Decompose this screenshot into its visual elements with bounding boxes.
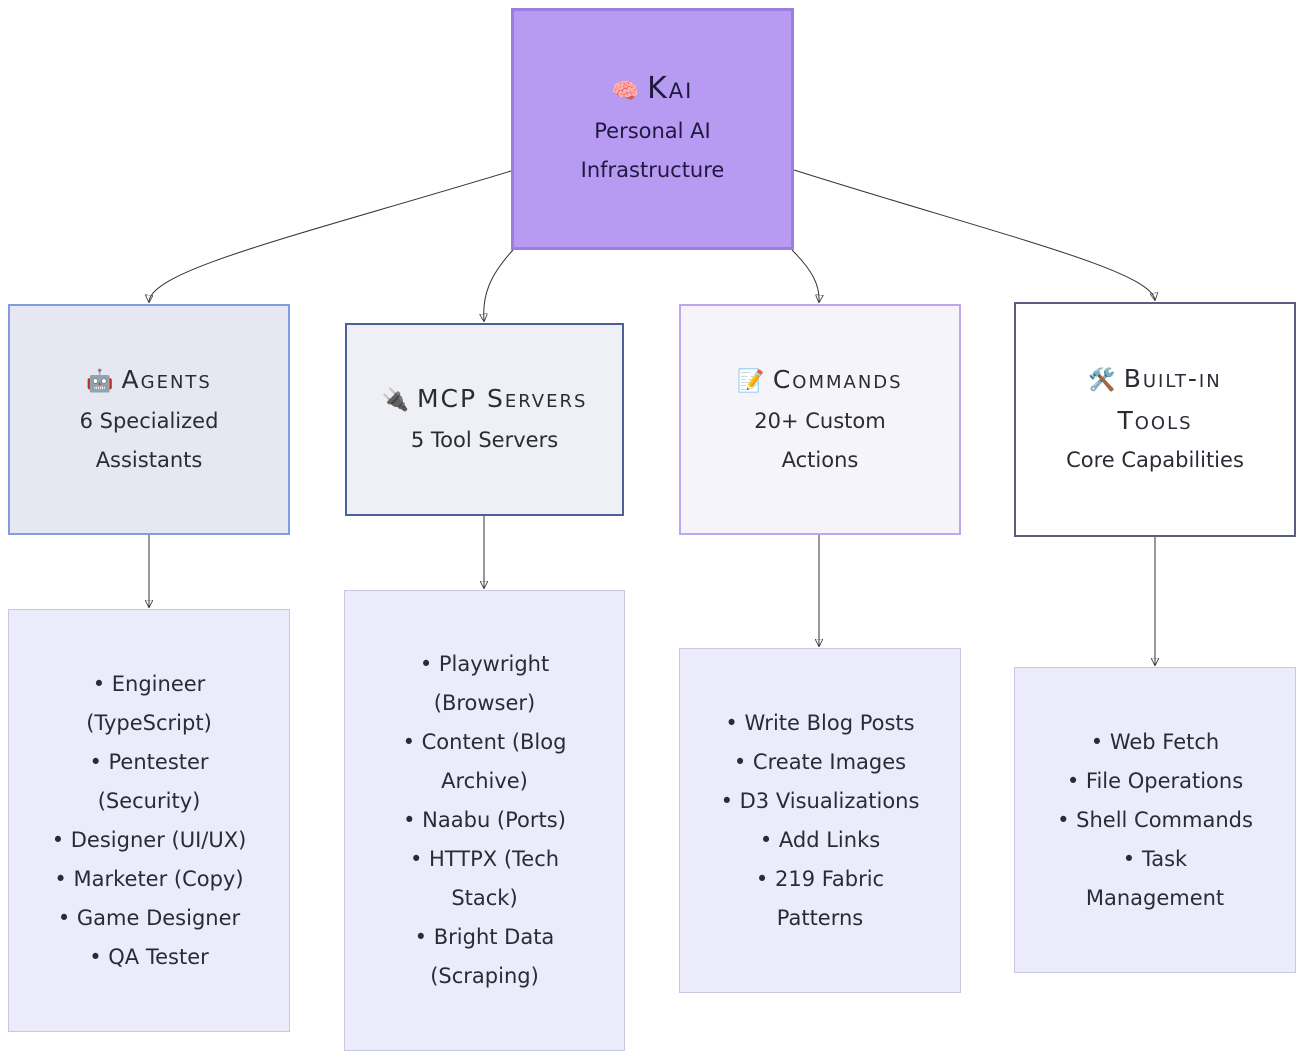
list-item: • Shell Commands (1057, 807, 1253, 832)
list-item: • QA Tester (89, 944, 209, 969)
node-commands-title: 📝Commands (737, 364, 903, 394)
list-item: • HTTPX (Tech (409, 847, 560, 871)
edge-kai-to-commands (791, 249, 819, 302)
list-item: • Add Links (759, 827, 881, 852)
list-item: • Naabu (Ports) (403, 808, 566, 832)
node-mcp-servers[interactable]: 🔌MCP Servers 5 Tool Servers (345, 323, 624, 516)
node-agents-title: 🤖Agents (86, 364, 212, 394)
list-item: (Browser) (433, 691, 536, 715)
list-item: • Marketer (Copy) (54, 866, 244, 891)
list-item: • Task (1122, 846, 1188, 871)
node-agents-list[interactable]: • Engineer (TypeScript) • Pentester (Sec… (8, 609, 290, 1032)
plug-icon: 🔌 (381, 388, 409, 413)
node-agents[interactable]: 🤖Agents 6 Specialized Assistants (8, 304, 290, 535)
node-commands-subtitle-2: Actions (781, 447, 859, 472)
node-commands[interactable]: 📝Commands 20+ Custom Actions (679, 304, 961, 535)
brain-icon: 🧠 (611, 78, 640, 104)
node-mcp-list[interactable]: • Playwright (Browser) • Content (Blog A… (344, 590, 625, 1051)
list-item: • Game Designer (57, 905, 241, 930)
edge-kai-to-agents (149, 170, 512, 302)
list-item: Stack) (451, 886, 518, 910)
node-agents-subtitle-2: Assistants (95, 447, 203, 472)
node-builtin-title-2: Tools (1117, 406, 1193, 435)
list-item: • Playwright (419, 652, 550, 676)
node-mcp-title: 🔌MCP Servers (381, 384, 588, 413)
list-item: Management (1085, 885, 1225, 910)
node-builtin-subtitle-1: Core Capabilities (1066, 448, 1244, 472)
list-item: • Bright Data (414, 925, 555, 949)
list-item: • Create Images (733, 749, 907, 774)
node-kai-subtitle-2: Infrastructure (580, 157, 725, 182)
list-item: • Content (Blog (402, 730, 567, 754)
node-builtin-title-1: 🛠️Built-in (1088, 364, 1222, 393)
node-agents-subtitle-1: 6 Specialized (79, 408, 219, 433)
edge-kai-to-builtin (793, 169, 1155, 300)
node-builtin-tools[interactable]: 🛠️Built-in Tools Core Capabilities (1014, 302, 1296, 537)
node-commands-list[interactable]: • Write Blog Posts • Create Images • D3 … (679, 648, 961, 993)
list-item: • Designer (UI/UX) (51, 827, 247, 852)
list-item: Archive) (441, 769, 528, 793)
robot-icon: 🤖 (86, 368, 114, 394)
edge-kai-to-mcp (484, 249, 514, 321)
list-item: • D3 Visualizations (720, 788, 920, 813)
memo-icon: 📝 (737, 368, 765, 394)
node-kai[interactable]: 🧠Kai Personal AI Infrastructure (511, 8, 794, 250)
list-item: • Engineer (92, 671, 206, 696)
node-builtin-list[interactable]: • Web Fetch • File Operations • Shell Co… (1014, 667, 1296, 973)
list-item: • Pentester (89, 749, 209, 774)
list-item: (Security) (97, 788, 201, 813)
list-item: • File Operations (1066, 768, 1244, 793)
list-item: • 219 Fabric (755, 866, 885, 891)
node-kai-title: 🧠Kai (611, 70, 694, 106)
node-mcp-subtitle-1: 5 Tool Servers (410, 428, 559, 452)
list-item: (Scraping) (430, 964, 539, 988)
hammer-wrench-icon: 🛠️ (1088, 368, 1116, 393)
list-item: • Web Fetch (1090, 729, 1220, 754)
list-item: (TypeScript) (86, 710, 212, 735)
list-item: Patterns (776, 905, 864, 930)
node-commands-subtitle-1: 20+ Custom (754, 408, 886, 433)
list-item: • Write Blog Posts (725, 710, 915, 735)
node-kai-subtitle-1: Personal AI (594, 118, 711, 143)
